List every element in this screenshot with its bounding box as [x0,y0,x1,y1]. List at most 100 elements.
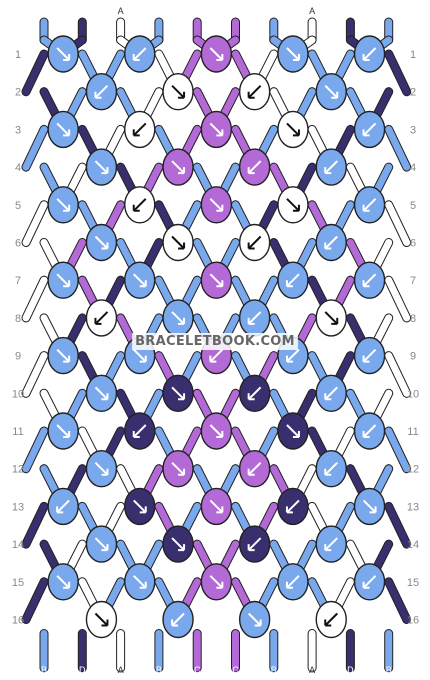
knot-arrow-icon [324,311,338,325]
knot-arrowhead-icon [94,317,102,325]
knot [47,487,79,526]
knot [162,299,194,337]
knot [162,223,194,262]
knot-arrowhead-icon [209,355,217,363]
row-number-left: 10 [12,388,24,400]
watermark-text: BRACELETBOOK.COM [135,334,295,349]
strand-letter-top: D [347,6,354,16]
knot-arrowhead-icon [63,54,71,61]
knot [277,412,309,450]
strand-letter-top: C [232,6,239,16]
knot [238,600,271,639]
knot-arrow-icon [286,348,300,363]
knot [200,110,233,149]
knot-arrowhead-icon [247,544,255,552]
row-number-right: 2 [410,87,416,99]
strand-letter-bottom: D [347,665,354,675]
knot-arrowhead-icon [178,544,186,552]
strand-letter-top: B [386,6,392,16]
knot [162,72,194,111]
knot-arrowhead-icon [369,506,377,514]
strand-letter-bottom: A [118,665,124,675]
knot-arrowhead-icon [178,242,186,250]
knot-arrowhead-icon [324,544,332,552]
row-number-left: 13 [12,501,24,513]
knot [162,525,194,563]
knot-arrow-icon [362,424,377,438]
knot-arrow-icon [133,575,147,589]
knot-arrowhead-icon [324,619,332,627]
knot-arrowhead-icon [247,317,255,325]
knot-arrowhead-icon [132,431,140,438]
knot-arrowhead-icon [63,129,71,137]
knot-arrowhead-icon [139,506,147,514]
strand-letter-bottom: C [194,665,201,675]
knot-arrow-icon [209,47,224,61]
knot-arrow-icon [133,348,147,363]
row-number-left: 6 [15,238,21,250]
knot-arrow-icon [362,499,377,514]
knot-arrow-icon [286,575,300,589]
knot-arrow-icon [247,461,262,476]
knot-arrow-icon [324,235,338,250]
knot-arrow-icon [133,273,147,287]
row-number-left: 9 [15,351,21,363]
knot [124,487,156,526]
knot-arrowhead-icon [362,431,370,438]
knot-arrowhead-icon [247,242,255,250]
knot-arrow-icon [94,160,109,174]
knot-arrow-icon [171,311,185,325]
knot [315,72,347,111]
row-number-left: 14 [12,539,24,551]
knot [315,600,347,639]
knot [238,450,271,488]
edge-strand [385,427,411,473]
knot-arrow-icon [133,198,147,212]
knot-arrow-icon [56,499,70,514]
knot [200,412,233,450]
row-number-left: 8 [15,313,21,325]
knot-arrow-icon [209,198,224,212]
knot-arrow-icon [56,47,70,61]
knot-arrow-icon [247,84,262,99]
knot-arrowhead-icon [247,91,255,99]
knot [353,261,386,299]
strand-letter-top: A [118,6,124,16]
knot-arrowhead-icon [362,355,370,363]
knot-arrow-icon [56,575,70,589]
row-number-right: 12 [407,464,419,476]
knot-arrow-icon [286,47,300,61]
knot [315,223,347,262]
edge-strand [385,50,411,96]
knot-arrow-icon [171,612,185,627]
strand-letter-bottom: B [156,665,162,675]
knot-arrowhead-icon [216,204,224,212]
knot-arrow-icon [286,122,300,137]
edge-strand [22,502,48,548]
knot-arrowhead-icon [178,393,186,401]
strand-letter-bottom: D [79,665,86,675]
knot-arrowhead-icon [63,431,71,438]
knot [85,148,118,186]
knot-arrow-icon [133,424,147,438]
knot [200,186,233,224]
knot-arrow-icon [286,198,300,212]
knot-arrowhead-icon [178,167,186,175]
knot-arrowhead-icon [285,506,293,514]
knot [315,374,347,412]
knot [353,487,386,526]
knot-arrow-icon [94,386,109,401]
knot-arrowhead-icon [63,204,71,212]
edge-strand [385,352,411,397]
knot-arrowhead-icon [216,506,224,514]
knot-arrow-icon [209,575,224,589]
knot-arrow-icon [94,612,109,627]
knot-arrow-icon [94,235,109,250]
knot-arrow-icon [171,235,185,250]
knot [124,261,156,299]
knot [277,487,309,526]
knot-arrow-icon [362,575,377,589]
row-number-left: 7 [15,275,21,287]
knot [85,223,118,262]
knot [85,600,118,639]
